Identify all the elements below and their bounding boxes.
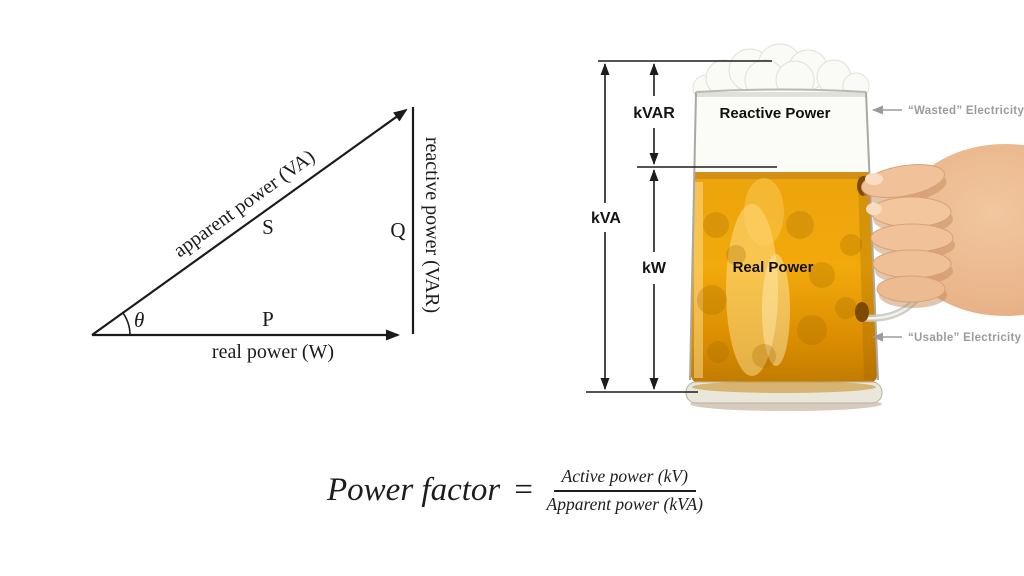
beer-highlights — [694, 178, 790, 378]
real-power-label: real power (W) — [212, 341, 334, 363]
glass-base — [685, 381, 883, 404]
real-power-beer-label: Real Power — [733, 259, 814, 276]
thumb-nail — [865, 173, 883, 185]
theta-angle-label: θ — [134, 308, 144, 332]
glass-rim-band — [696, 92, 866, 97]
ring-finger — [872, 249, 952, 279]
theta-angle-arc — [122, 312, 131, 336]
beer-right-shade — [858, 176, 877, 380]
thumb — [861, 164, 945, 198]
power-factor-formula: Power factor = Active power (kV) Apparen… — [300, 466, 730, 516]
power-triangle-diagram: θ S Q P apparent power (VA) reactive pow… — [91, 107, 443, 363]
kva-label: kVA — [591, 210, 621, 227]
index-nail — [866, 203, 882, 215]
apparent-power-symbol: S — [262, 215, 274, 239]
reactive-power-foam-label: Reactive Power — [720, 105, 831, 122]
beer-dimples — [697, 211, 862, 368]
kvar-label: kVAR — [633, 105, 675, 122]
pinky-finger — [876, 275, 946, 303]
foam-body — [694, 89, 870, 172]
reactive-power-label: reactive power (VAR) — [421, 137, 443, 313]
real-power-symbol: P — [262, 307, 274, 331]
formula-equals-sign: = — [512, 472, 535, 509]
formula-fraction: Active power (kV) Apparent power (kVA) — [547, 466, 703, 516]
usable-electricity-note: “Usable” Electricity — [908, 332, 1022, 344]
beer-surface — [694, 172, 870, 179]
index-finger — [870, 196, 952, 228]
reactive-power-symbol: Q — [390, 218, 405, 242]
kw-label: kW — [642, 260, 667, 277]
formula-lhs: Power factor — [327, 472, 501, 509]
beer-mug-diagram: kVAR kVA kW Reactive Power Real Power “W… — [586, 43, 1024, 411]
formula-denominator: Apparent power (kVA) — [546, 493, 703, 514]
annotation-arrows — [872, 105, 902, 342]
hand — [861, 144, 1024, 316]
middle-finger — [870, 223, 954, 253]
wasted-electricity-note: “Wasted” Electricity — [908, 105, 1024, 117]
apparent-power-vector — [91, 108, 408, 336]
formula-numerator: Active power (kV) — [553, 466, 696, 492]
dimension-lines — [586, 60, 777, 393]
apparent-power-label: apparent power (VA) — [170, 146, 320, 262]
